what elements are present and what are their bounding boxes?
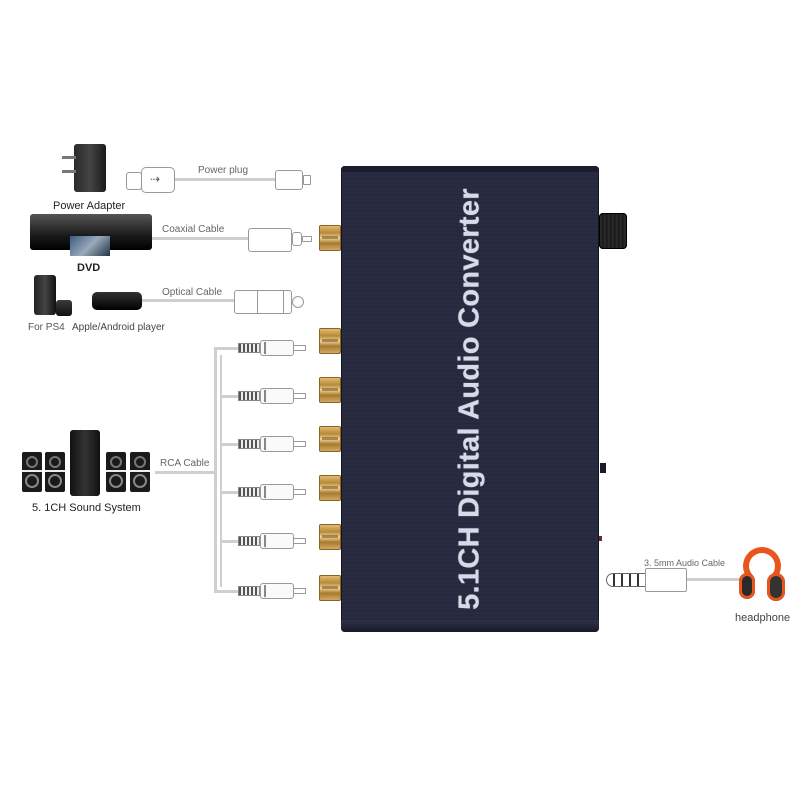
coaxial-plug xyxy=(248,228,292,252)
volume-knob[interactable] xyxy=(599,213,627,249)
usb-a-plug xyxy=(126,172,142,190)
rca-plug-6 xyxy=(238,583,308,599)
optical-plug xyxy=(234,290,292,314)
sound-system-image xyxy=(18,428,158,496)
audio-converter-device: 5.1CH Digital Audio Converter xyxy=(341,166,599,632)
rca-plug-5 xyxy=(238,533,308,549)
dvd-player-image xyxy=(30,214,152,256)
headphone-wire xyxy=(687,578,739,581)
rca-plug-2 xyxy=(238,388,308,404)
optical-cable-label: Optical Cable xyxy=(162,287,223,298)
rca-plug-3 xyxy=(238,436,308,452)
media-player-label: Apple/Android player xyxy=(72,322,165,333)
mode-switch[interactable] xyxy=(600,463,606,473)
power-adapter-image xyxy=(62,144,106,192)
micro-usb-plug xyxy=(275,170,303,190)
coaxial-input-jack[interactable] xyxy=(319,225,341,251)
rca-trunk-wire-2 xyxy=(220,355,222,587)
power-plug-label: Power plug xyxy=(198,165,249,176)
rca-output-jack-2[interactable] xyxy=(319,377,341,403)
sound-system-label: 5. 1CH Sound System xyxy=(32,502,141,514)
dvd-label: DVD xyxy=(77,262,101,274)
headphone-image xyxy=(737,545,787,609)
headphone-cable-label: 3. 5mm Audio Cable xyxy=(644,558,726,568)
rca-output-jack-3[interactable] xyxy=(319,426,341,452)
power-adapter-label: Power Adapter xyxy=(53,200,126,212)
coaxial-wire xyxy=(152,237,250,240)
headphone-label: headphone xyxy=(735,612,791,624)
headphone-plug-body xyxy=(645,568,687,592)
ps4-label: For PS4 xyxy=(28,322,65,333)
rca-output-jack-5[interactable] xyxy=(319,524,341,550)
usb-plug-body: ⇢ xyxy=(141,167,175,193)
rca-main-wire xyxy=(155,471,215,474)
media-player-image xyxy=(92,292,142,310)
rca-output-jack-1[interactable] xyxy=(319,328,341,354)
device-title: 5.1CH Digital Audio Converter xyxy=(453,188,486,610)
usb-icon: ⇢ xyxy=(150,172,161,186)
headphone-jack-plug xyxy=(606,573,646,587)
rca-output-jack-6[interactable] xyxy=(319,575,341,601)
coaxial-cable-label: Coaxial Cable xyxy=(162,224,225,235)
rca-plug-1 xyxy=(238,340,308,356)
rca-cable-label: RCA Cable xyxy=(160,458,210,469)
ps4-image xyxy=(34,275,56,315)
power-plug-wire xyxy=(175,178,275,181)
status-led xyxy=(599,536,602,541)
rca-trunk-wire xyxy=(214,348,217,593)
rca-plug-4 xyxy=(238,484,308,500)
optical-wire xyxy=(142,299,236,302)
rca-output-jack-4[interactable] xyxy=(319,475,341,501)
